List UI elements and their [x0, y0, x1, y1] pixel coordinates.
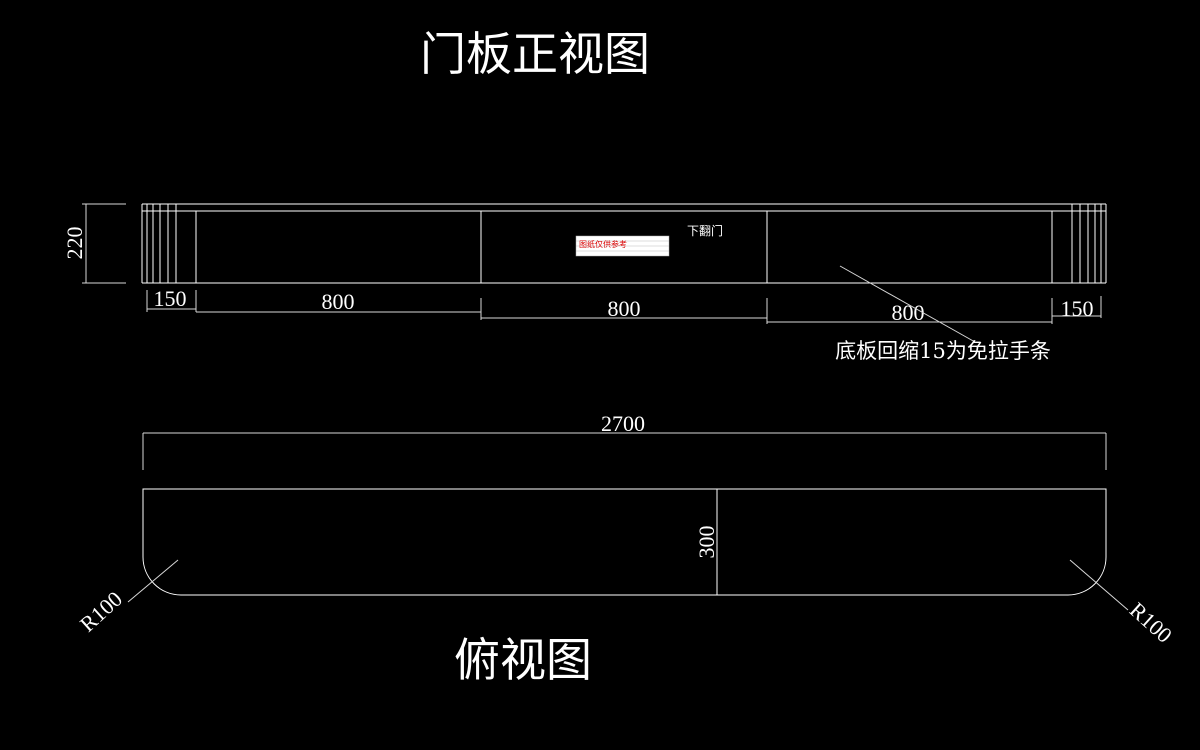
- top-view-outline: [142, 488, 1107, 596]
- top-view: 2700 300 R100 R100 俯视图: [75, 411, 1177, 687]
- height-dimension: 220: [62, 203, 126, 284]
- height-dim-label: 220: [62, 227, 87, 260]
- front-view-outline: [141, 203, 1107, 284]
- dim-panel-2: 800: [608, 296, 641, 321]
- front-view: 门板正视图: [62, 27, 1107, 363]
- stamp-patch: 图纸仅供参考: [575, 235, 670, 257]
- depth-dim-label: 300: [694, 526, 719, 559]
- width-dimensions: 150 800 800 800 150: [146, 286, 1102, 325]
- left-radius-label: R100: [75, 586, 127, 636]
- dim-left-side: 150: [154, 286, 187, 311]
- left-radius-leader: [127, 559, 179, 603]
- right-radius-leader: [1069, 559, 1129, 611]
- panel-dividers: [480, 211, 768, 283]
- right-radius-label: R100: [1125, 597, 1177, 647]
- note-leader: [839, 265, 976, 343]
- front-view-note: 底板回缩15为免拉手条: [835, 339, 1051, 363]
- left-side-strips: [146, 204, 197, 283]
- right-side-strips: [1051, 204, 1102, 283]
- top-view-title: 俯视图: [454, 633, 592, 687]
- total-width-dimension: 2700: [142, 411, 1107, 470]
- door-type-label: 下翻门: [687, 223, 723, 238]
- stamp-text: 图纸仅供参考: [579, 239, 627, 249]
- total-width-label: 2700: [601, 411, 645, 436]
- front-view-title: 门板正视图: [420, 27, 650, 81]
- dim-panel-1: 800: [322, 289, 355, 314]
- dim-right-side: 150: [1061, 296, 1094, 321]
